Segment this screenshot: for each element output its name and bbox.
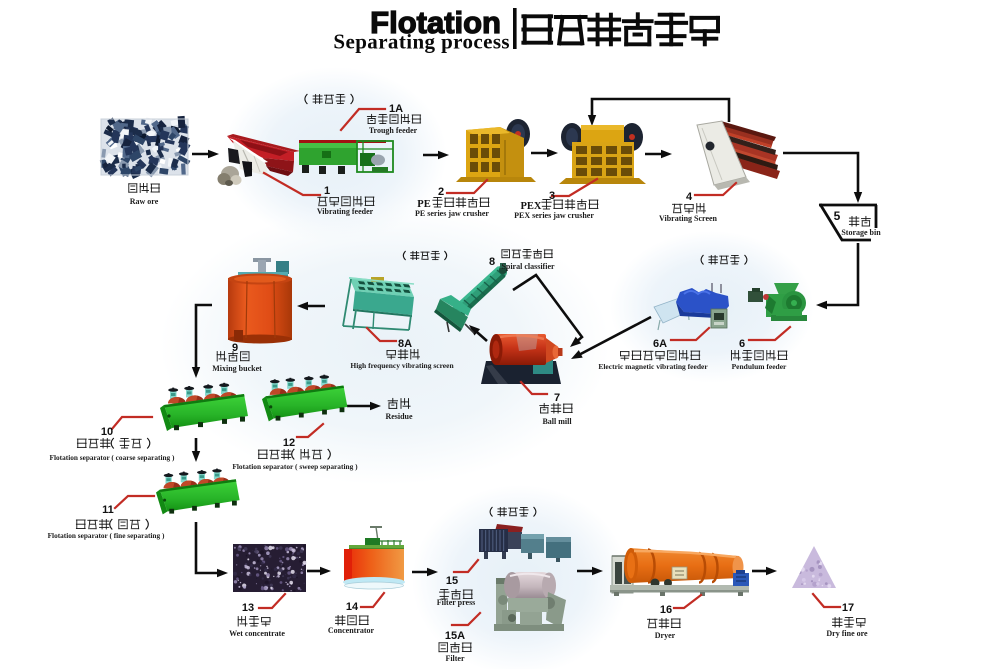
svg-text:Vibrating feeder: Vibrating feeder — [317, 207, 374, 216]
svg-text:Raw ore: Raw ore — [130, 197, 159, 206]
svg-text:6A: 6A — [653, 338, 667, 350]
svg-text:Flotation separator ( fine sep: Flotation separator ( fine separating ) — [48, 531, 165, 540]
svg-text:12: 12 — [283, 437, 295, 449]
svg-text:Residue: Residue — [385, 412, 413, 421]
svg-text:Concentrator: Concentrator — [328, 626, 375, 635]
svg-text:PEX series jaw crusher: PEX series jaw crusher — [514, 211, 594, 220]
svg-text:4: 4 — [686, 191, 693, 203]
svg-text:2: 2 — [438, 186, 444, 198]
svg-text:9: 9 — [232, 342, 238, 354]
svg-text:Wet concentrate: Wet concentrate — [229, 629, 285, 638]
svg-text:Electric magnetic vibrating fe: Electric magnetic vibrating feeder — [598, 362, 708, 371]
svg-text:Storage bin: Storage bin — [841, 228, 881, 237]
svg-text:6: 6 — [739, 338, 745, 350]
svg-text:Flotation: Flotation — [370, 5, 501, 40]
svg-text:Separating process: Separating process — [333, 30, 510, 54]
svg-text:Flotation: Flotation — [370, 5, 501, 40]
svg-text:16: 16 — [660, 604, 672, 616]
svg-text:8: 8 — [489, 256, 495, 268]
svg-text:1A: 1A — [389, 103, 403, 115]
svg-text:High frequency vibrating scree: High frequency vibrating screen — [350, 361, 454, 370]
svg-text:Flotation separator ( coarse s: Flotation separator ( coarse separating … — [50, 453, 175, 462]
svg-text:8A: 8A — [398, 338, 412, 350]
svg-text:13: 13 — [242, 602, 254, 614]
svg-text:Spiral classifier: Spiral classifier — [501, 262, 555, 271]
svg-text:Ball mill: Ball mill — [542, 417, 572, 426]
svg-text:5: 5 — [834, 209, 841, 223]
svg-text:17: 17 — [842, 602, 854, 614]
svg-text:15: 15 — [446, 575, 458, 587]
svg-text:11: 11 — [102, 504, 114, 516]
svg-text:3: 3 — [549, 190, 555, 202]
svg-text:Filter press: Filter press — [437, 598, 476, 607]
svg-text:14: 14 — [346, 601, 359, 613]
svg-text:PEX: PEX — [521, 201, 542, 212]
svg-text:1: 1 — [324, 185, 330, 197]
svg-text:PE: PE — [417, 199, 430, 210]
svg-text:Vibrating Screen: Vibrating Screen — [659, 214, 718, 223]
svg-text:15A: 15A — [445, 630, 465, 642]
svg-text:Dryer: Dryer — [655, 631, 676, 640]
svg-text:10: 10 — [101, 426, 113, 438]
svg-text:Dry fine ore: Dry fine ore — [826, 629, 868, 638]
svg-text:7: 7 — [554, 392, 560, 404]
svg-text:Trough feeder: Trough feeder — [369, 126, 418, 135]
svg-text:Filter: Filter — [445, 654, 465, 663]
svg-text:Mixing bucket: Mixing bucket — [212, 364, 262, 373]
svg-text:Flotation separator ( sweep se: Flotation separator ( sweep separating ) — [232, 462, 358, 471]
svg-text:PE series jaw crusher: PE series jaw crusher — [415, 209, 489, 218]
svg-text:Pendulum feeder: Pendulum feeder — [732, 362, 787, 371]
